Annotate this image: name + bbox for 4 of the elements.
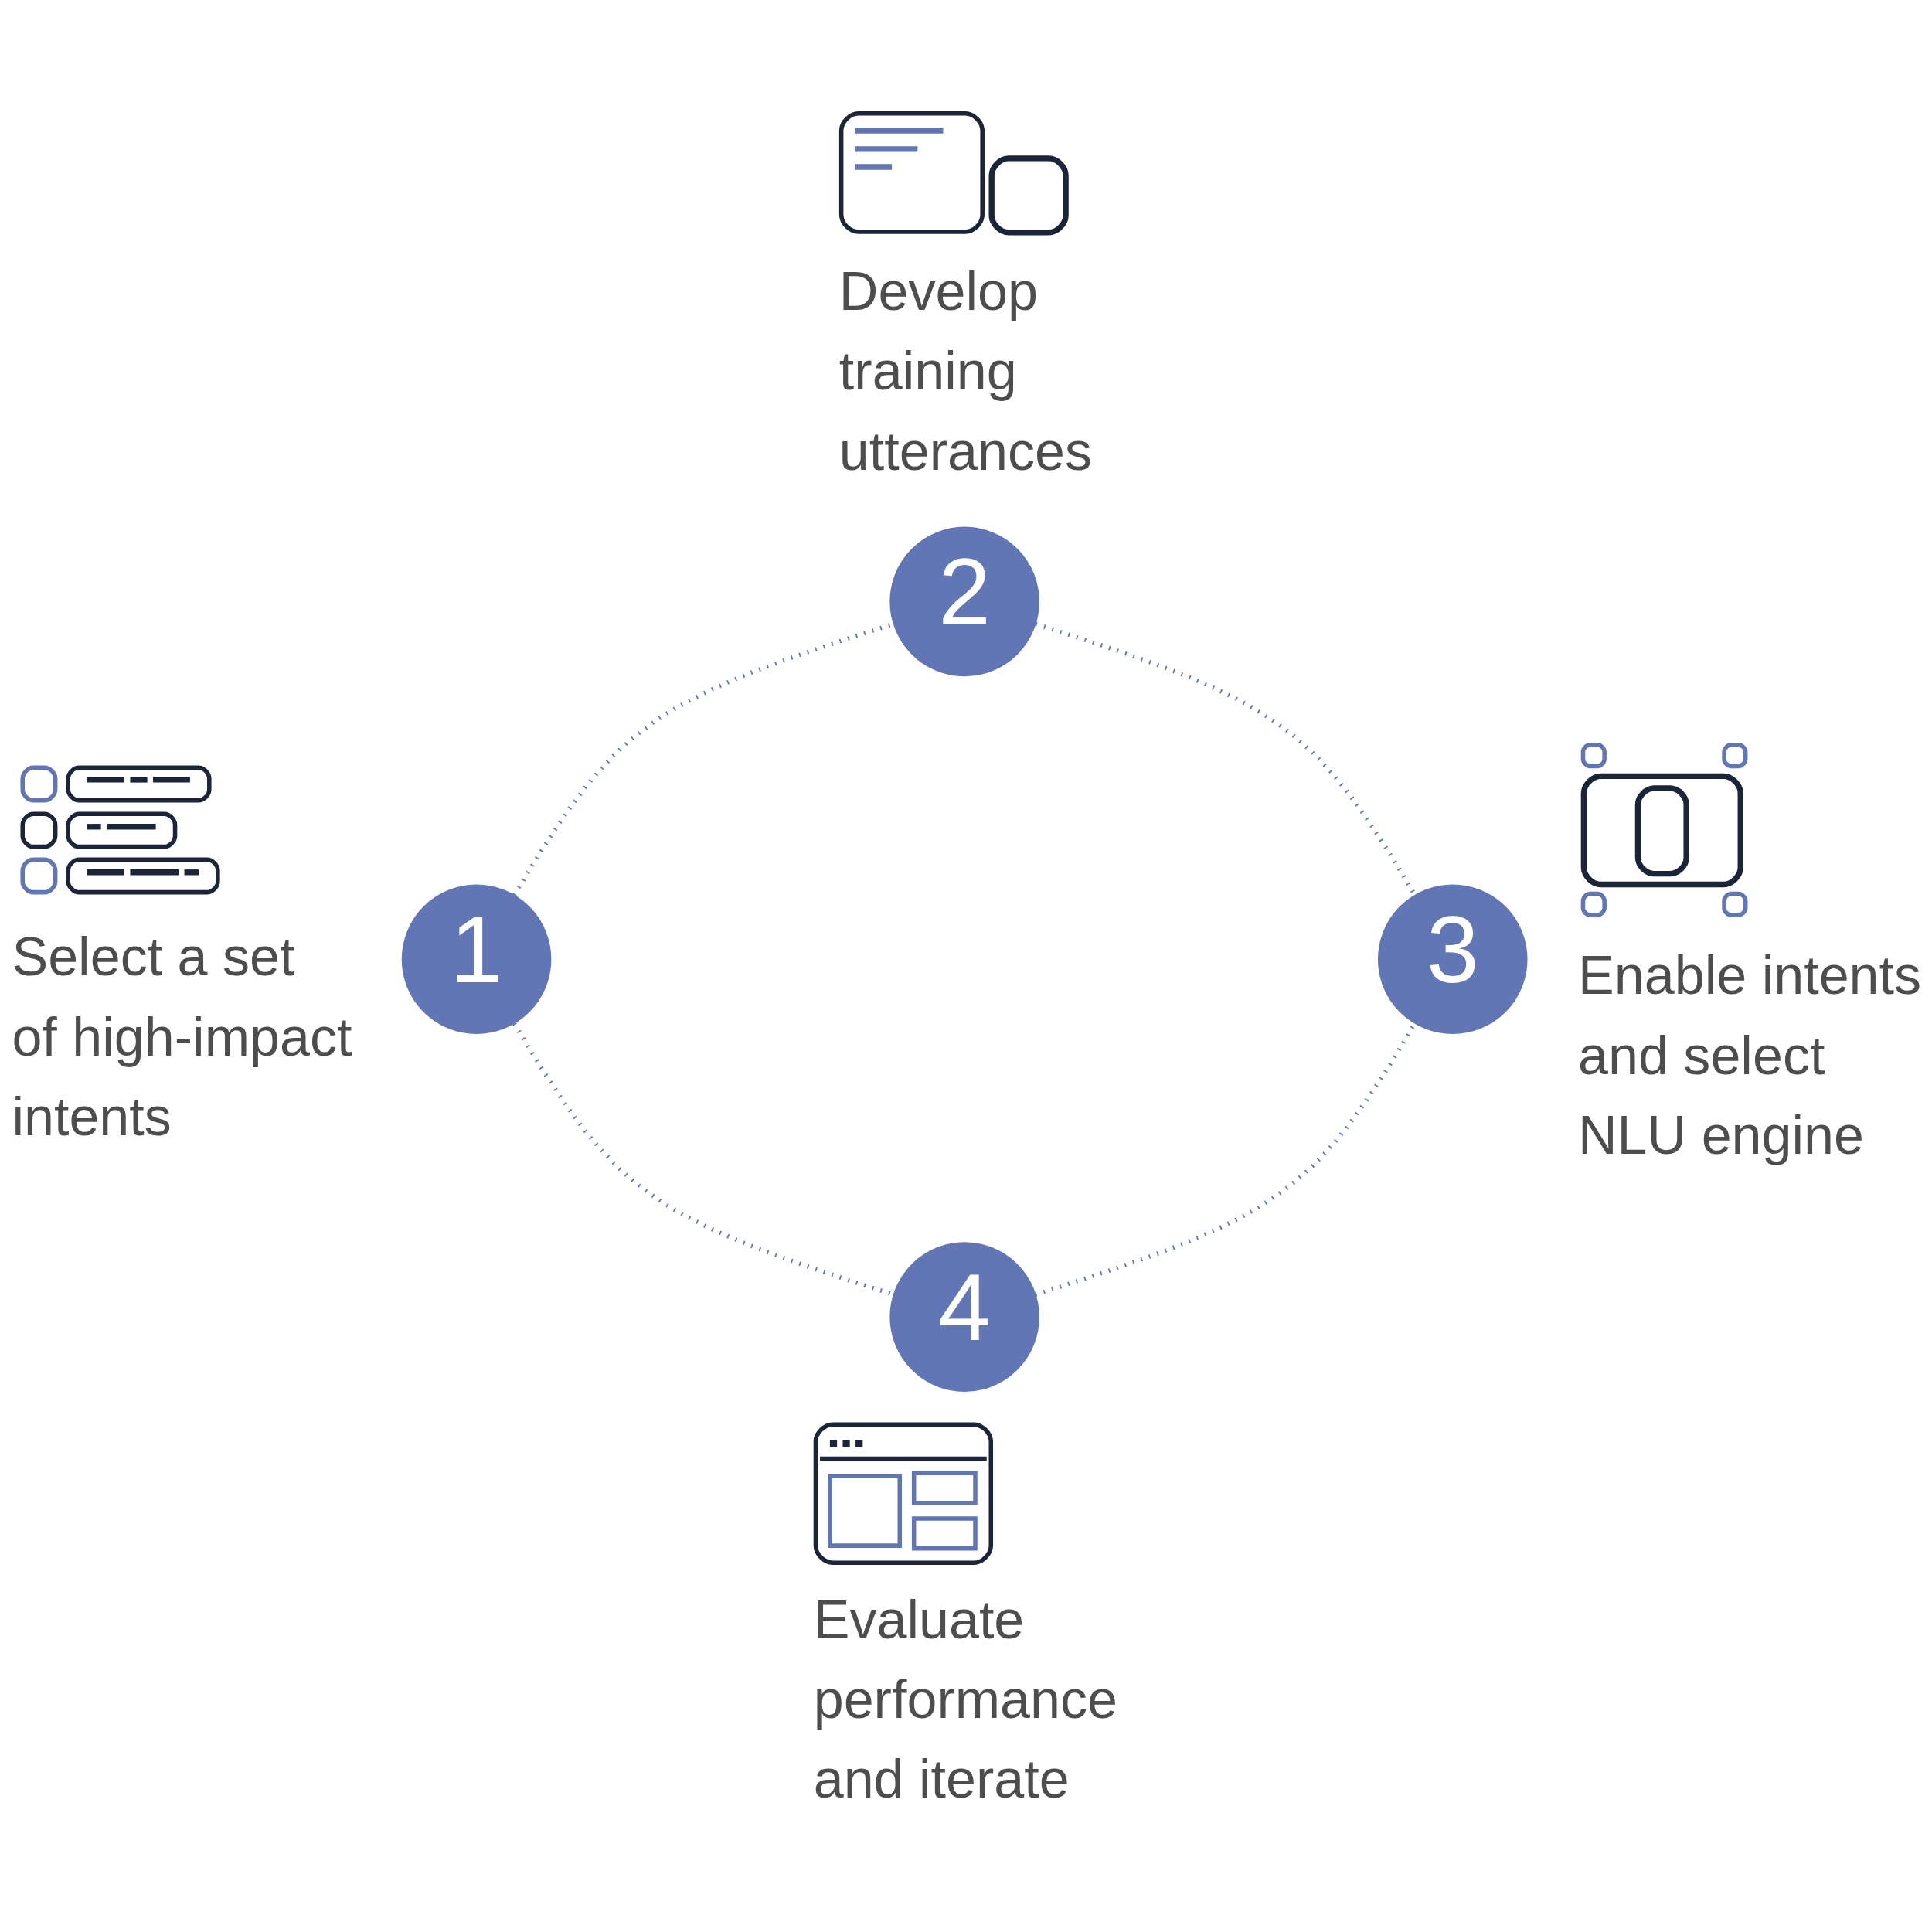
node-label: Develop training utterances bbox=[838, 260, 1093, 481]
node-label: Select a set of high-impact intents bbox=[12, 926, 352, 1147]
node-label: Enable intents and select NLU engine bbox=[1578, 944, 1922, 1165]
node-label: Evaluate performance and iterate bbox=[813, 1589, 1118, 1809]
